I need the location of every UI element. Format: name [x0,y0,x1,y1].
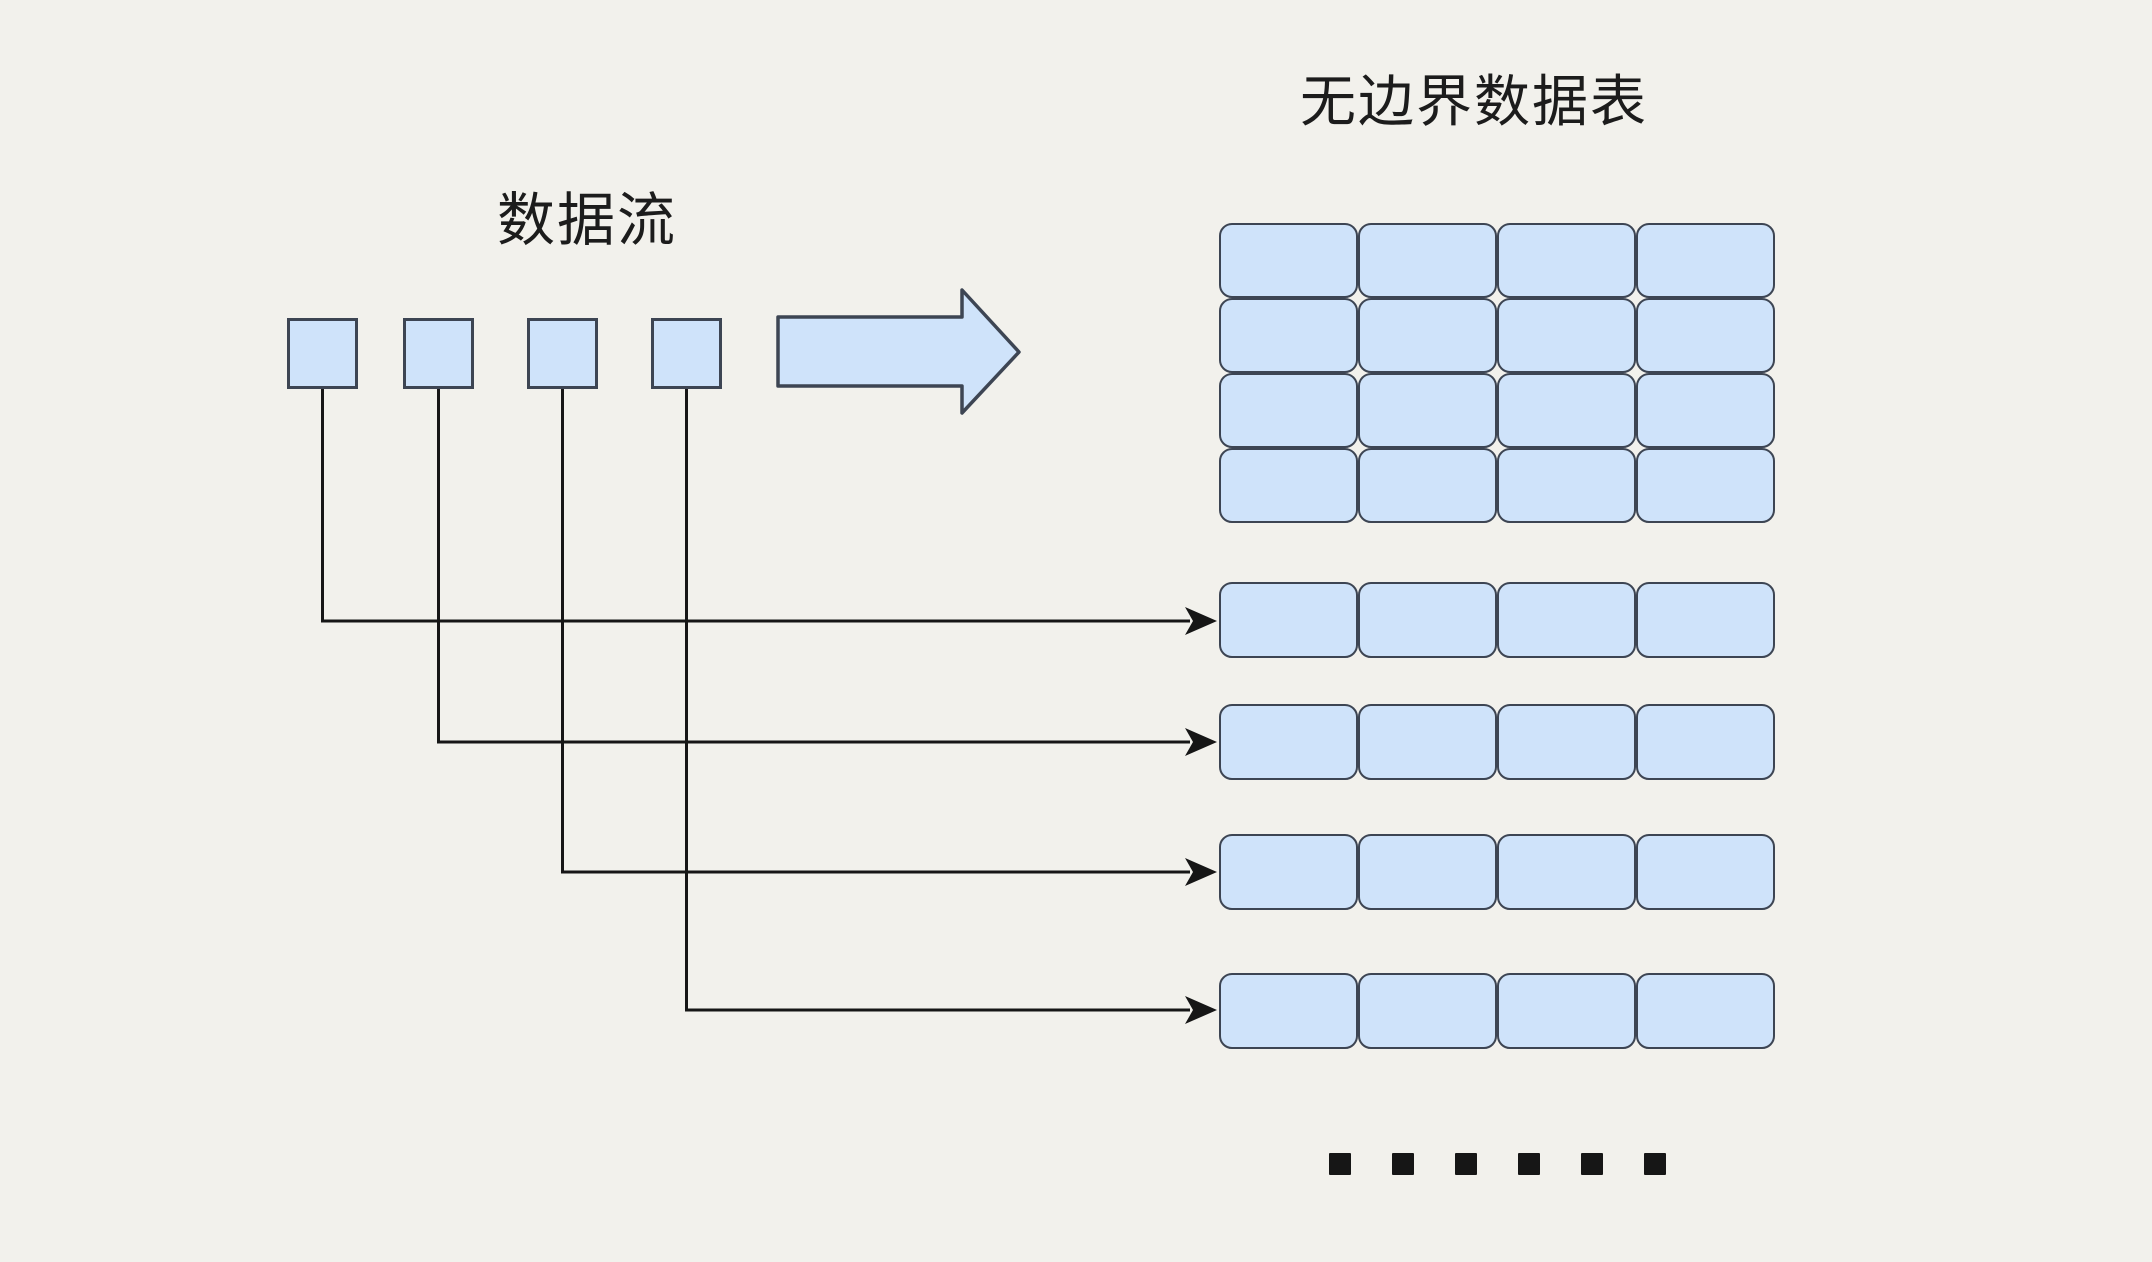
row-cell [1497,704,1636,780]
arrowhead-icon [1185,728,1217,756]
row-cell [1636,582,1775,658]
arrowhead-icon [1185,607,1217,635]
stream-title: 数据流 [497,188,678,253]
row-cell [1219,704,1358,780]
table-cell [1636,448,1775,523]
row-cell [1358,582,1497,658]
row-cell [1219,973,1358,1049]
table-cell [1219,223,1358,298]
appended-row [1219,834,1775,910]
stream-item [287,318,358,389]
appended-row [1219,582,1775,658]
row-cell [1358,834,1497,910]
stream-item [651,318,722,389]
table-cell [1636,373,1775,448]
table-cell [1497,298,1636,373]
stream-items [287,318,727,389]
ellipsis-dot [1518,1153,1540,1175]
table-cell [1636,298,1775,373]
arrowhead-icon [1185,996,1217,1024]
row-cell [1636,704,1775,780]
table-cell [1358,448,1497,523]
appended-rows [1219,582,1775,1049]
table-cell [1358,298,1497,373]
ellipsis-dot [1455,1153,1477,1175]
table-cell [1358,223,1497,298]
stream-item [403,318,474,389]
ellipsis-dot [1644,1153,1666,1175]
row-cell [1497,973,1636,1049]
table-cell [1497,448,1636,523]
row-cell [1497,834,1636,910]
row-cell [1636,834,1775,910]
ellipsis-dot [1581,1153,1603,1175]
row-cell [1358,973,1497,1049]
row-cell [1358,704,1497,780]
row-cell [1497,582,1636,658]
table-cell [1219,448,1358,523]
table-cell [1219,298,1358,373]
ellipsis-dot [1392,1153,1414,1175]
row-cell [1219,582,1358,658]
table-cell [1219,373,1358,448]
table-cell [1497,373,1636,448]
appended-row [1219,973,1775,1049]
ellipsis-dots [1329,1153,1666,1175]
stream-item [527,318,598,389]
arrowhead-icon [1185,858,1217,886]
appended-row [1219,704,1775,780]
unbounded-table-grid [1219,223,1775,523]
connector-4 [685,389,1190,1012]
table-cell [1358,373,1497,448]
ellipsis-dot [1329,1153,1351,1175]
table-cell [1497,223,1636,298]
connector-1 [321,389,1190,623]
table-cell [1636,223,1775,298]
connector-2 [437,389,1190,744]
connector-3 [561,389,1190,874]
row-cell [1636,973,1775,1049]
flow-arrow-icon [776,288,1021,415]
unbounded-table-title: 无边界数据表 [1300,70,1648,133]
row-cell [1219,834,1358,910]
